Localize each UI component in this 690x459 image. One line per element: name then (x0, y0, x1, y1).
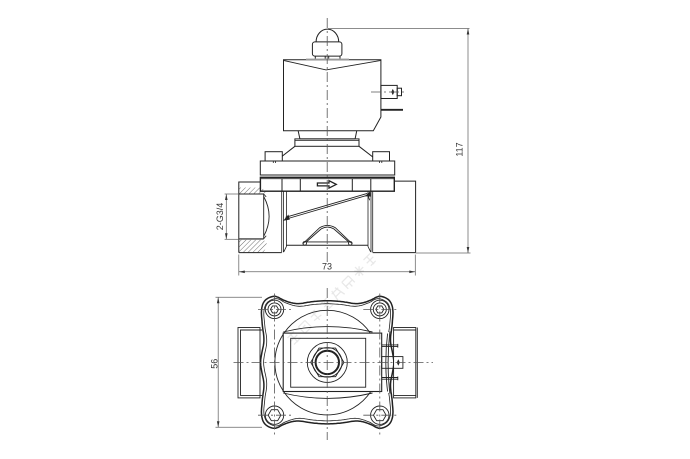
svg-text:117: 117 (455, 142, 465, 156)
svg-text:2-G3/4: 2-G3/4 (215, 203, 225, 231)
svg-text:56: 56 (210, 359, 220, 369)
svg-text:73: 73 (322, 261, 332, 271)
